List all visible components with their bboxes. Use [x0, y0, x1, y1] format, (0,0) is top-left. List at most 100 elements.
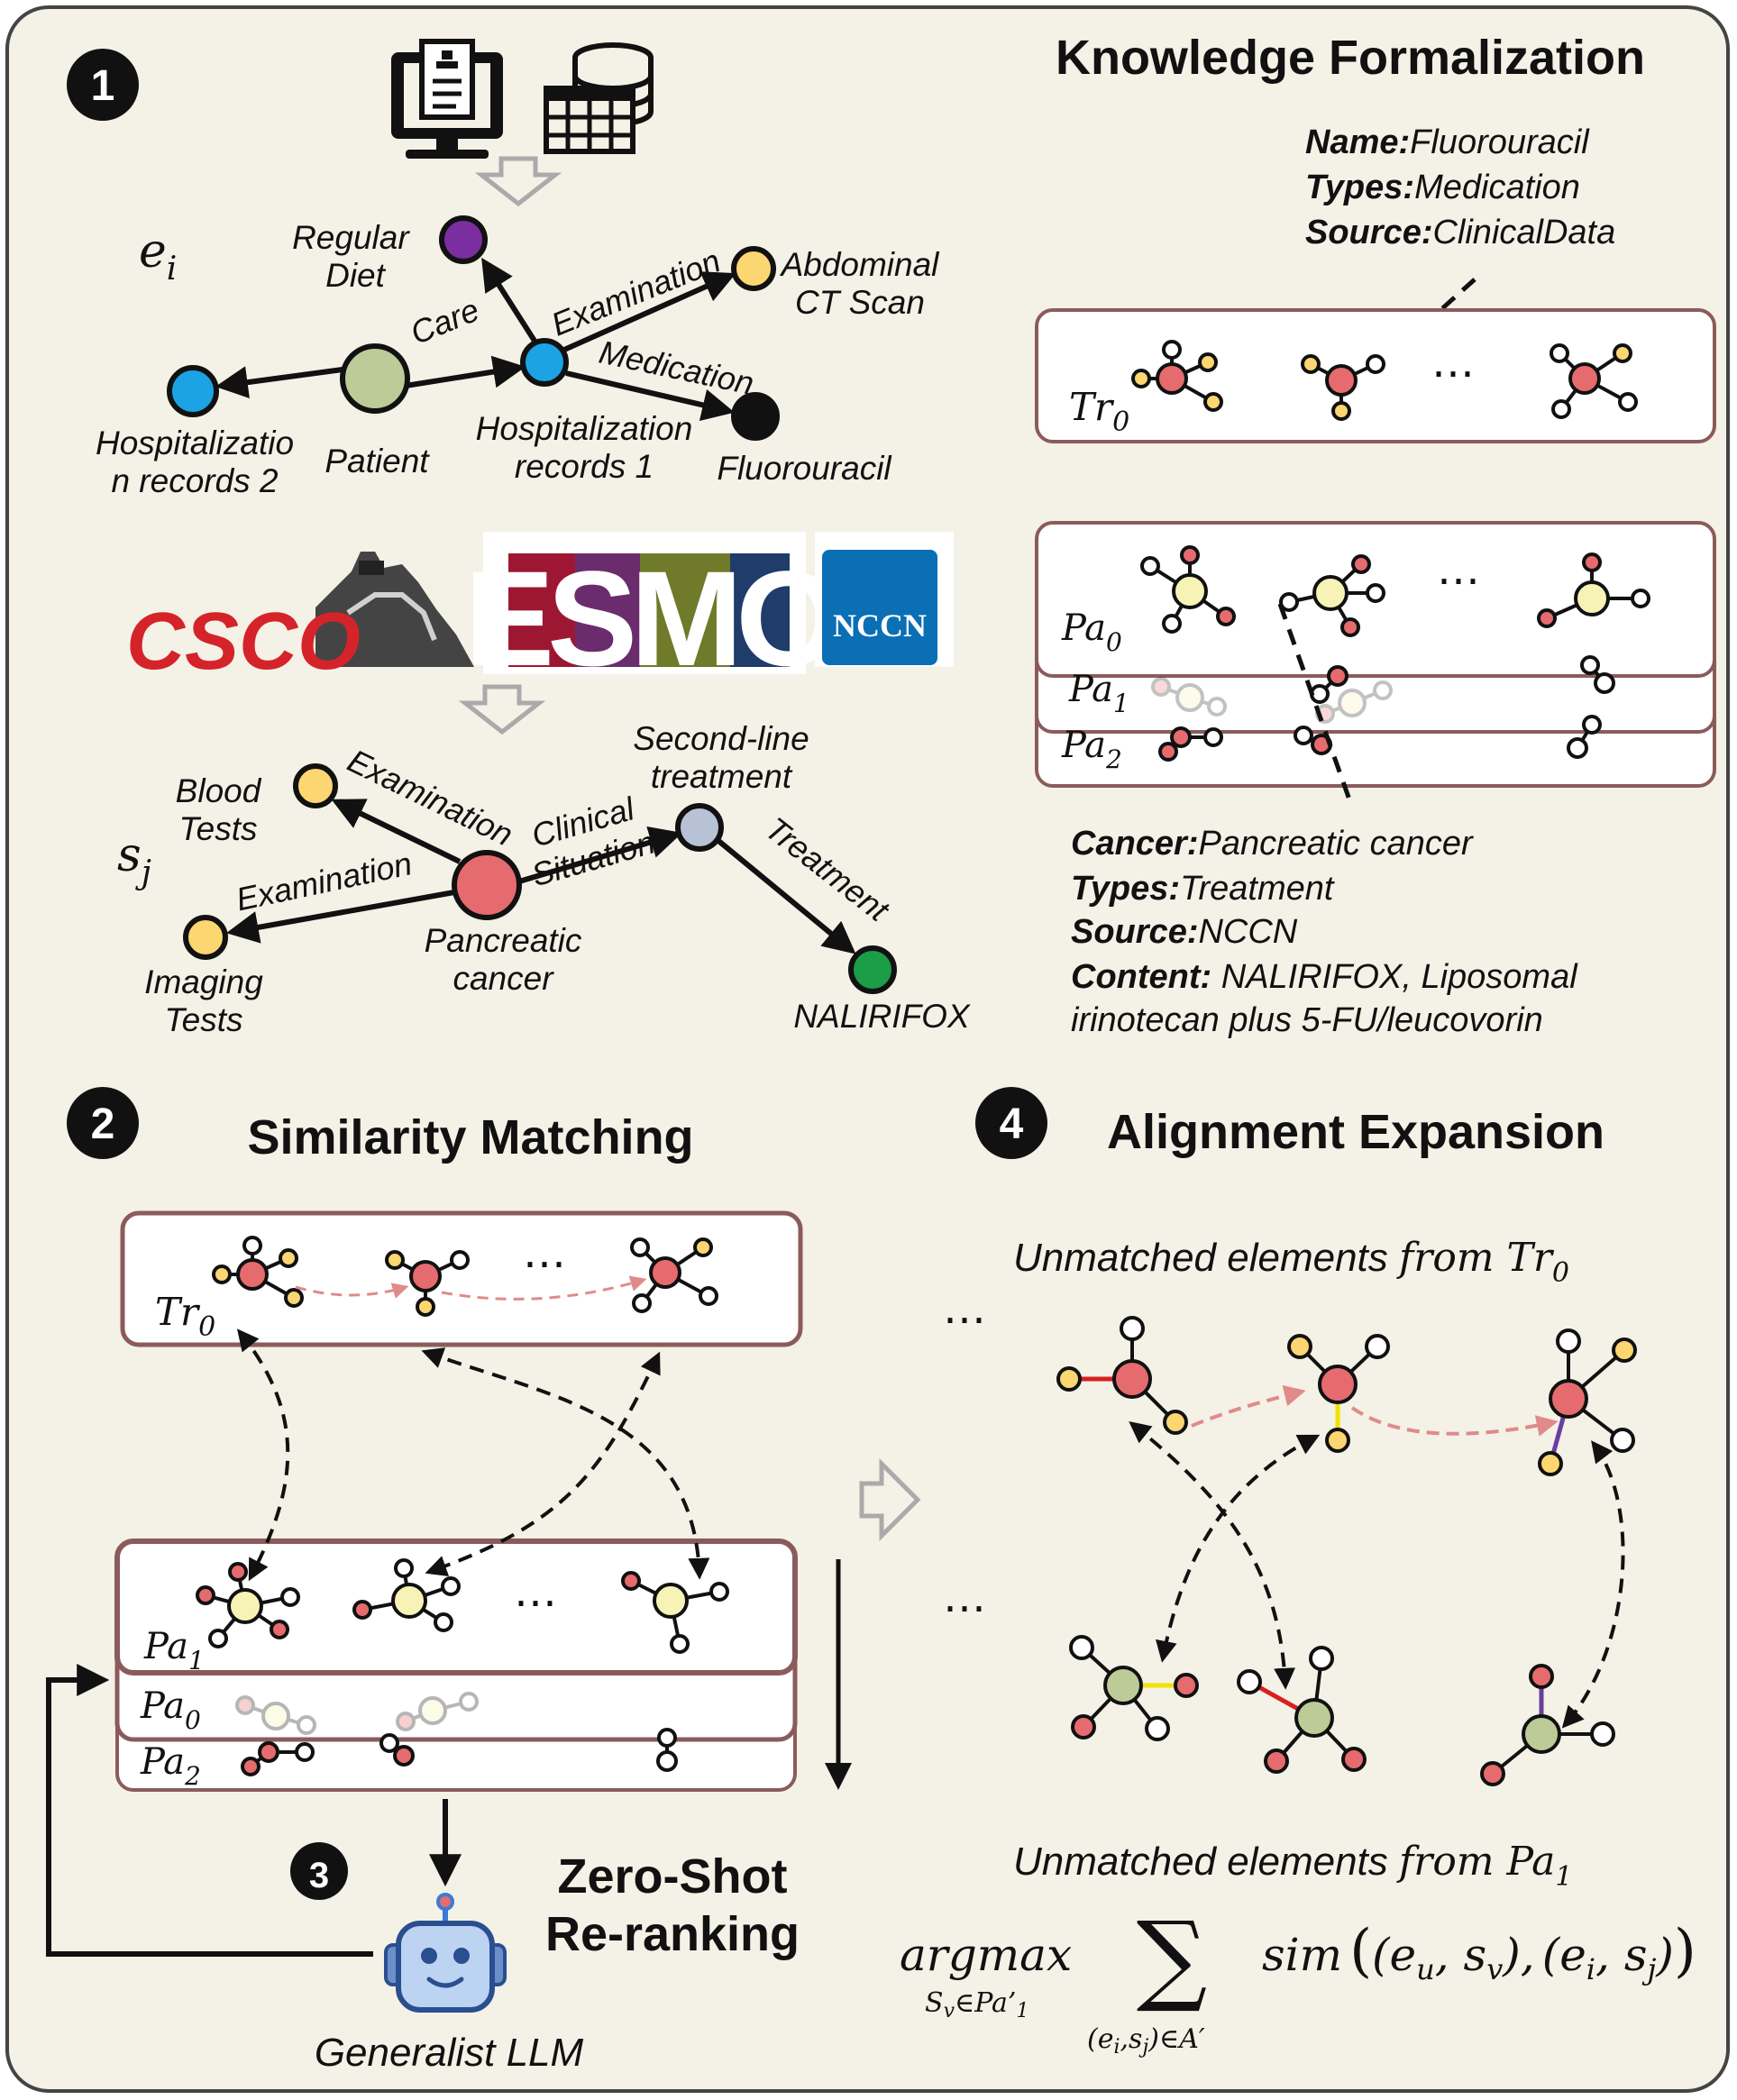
section-4-alignment-expansion: 4 Alignment Expansion Unmatched elements… — [900, 1087, 1696, 2059]
section-2-number-badge — [67, 1087, 139, 1159]
nccn-logo: NCCN — [815, 532, 954, 667]
blood-tests-text-line-2: Tests — [178, 810, 257, 847]
unmatched-bottom-label: Unmatched elements from Pa1 — [1013, 1839, 1572, 1893]
guideline-types-key: Types: — [1071, 870, 1180, 908]
formula-pair2-i: i — [1586, 1952, 1595, 1986]
s2-pa-faint-2 — [396, 1692, 479, 1731]
s4-tr-mol-b — [1287, 1334, 1390, 1453]
figure-canvas: 1 Knowledge Formalization — [46, 31, 1716, 2075]
reranking-title: Re-ranking — [545, 1907, 800, 1961]
entity-types-key: Types: — [1305, 169, 1414, 206]
guideline-source-value: NCCN — [1198, 913, 1297, 951]
hospitalization-records-1-text: Hospitalization — [476, 410, 693, 447]
unmatched-bottom-text: Unmatched elements — [1013, 1840, 1399, 1884]
svg-text:sj: sj — [117, 828, 151, 891]
s4-pa-mol-b — [1237, 1646, 1367, 1774]
svg-text:Pa0: Pa0 — [1061, 607, 1122, 657]
fluorouracil-node — [731, 392, 780, 441]
hollow-right-arrow — [859, 1457, 921, 1542]
svg-text:Pa0: Pa0 — [140, 1685, 201, 1735]
tr0-label-base: Tr — [1069, 385, 1115, 429]
entity-metadata: Name:Fluorouracil Types:Medication Sourc… — [1305, 123, 1615, 251]
alignment-expansion-title: Alignment Expansion — [1107, 1105, 1604, 1159]
entity-source-value: ClinicalData — [1432, 214, 1615, 251]
imaging-tests-text-line-2: Tests — [164, 1001, 242, 1038]
patient-node — [340, 343, 410, 414]
section-3-number-badge — [290, 1842, 348, 1900]
hospitalization-records-1-node — [520, 338, 569, 387]
esmo-logo: ESMO — [464, 532, 843, 694]
treatment-edge-label: Treatment — [758, 809, 897, 929]
s2-pa-mol-d — [241, 1741, 315, 1776]
s2-pa-molecules — [196, 1558, 729, 1776]
knowledge-formalization-title: Knowledge Formalization — [1056, 31, 1645, 85]
pa-mol-c — [1537, 552, 1650, 628]
pancreatic-cancer-text: Pancreatic — [425, 922, 582, 959]
second-line-treatment-node — [675, 803, 724, 852]
regular-diet-text: Regular — [292, 219, 410, 256]
nalirifox-node — [848, 945, 897, 994]
guideline-cancer-key: Cancer: — [1071, 825, 1199, 863]
svg-text:Content: NALIRIFOX, Liposomal: Content: NALIRIFOX, Liposomal — [1071, 958, 1578, 996]
pa-mol-h — [1567, 715, 1602, 759]
formula-paren-open: ( — [1349, 1918, 1372, 1985]
svg-text:Tr0: Tr0 — [1069, 385, 1129, 438]
medication-edge-label: Medication — [596, 333, 757, 402]
regular-diet-label: Regular Diet — [292, 219, 418, 294]
s2-tr-molecules — [212, 1236, 718, 1317]
formula-sum-sub-end: )∈A′ — [1147, 2023, 1205, 2055]
s2-pa0-label-sub: 0 — [185, 1705, 201, 1735]
zero-shot-title: Zero-Shot — [558, 1849, 788, 1904]
ei-sub: i — [167, 251, 178, 288]
pancreatic-cancer-text-line-2: cancer — [453, 960, 554, 997]
abdominal-ct-text-line-2: CT Scan — [795, 284, 925, 321]
clinical-situation-edge-label: ClinicalSituation — [517, 787, 660, 893]
guideline-content-value-1: NALIRIFOX, Liposomal — [1211, 958, 1578, 996]
formula-sum-sub-i: i — [1113, 2036, 1120, 2059]
argmax-formula: argmax Sv∈Pa’1 ∑ (ei,sj)∈A′ sim((eu, sv)… — [900, 1900, 1696, 2059]
formula-argmax-sub-1: 1 — [1016, 2000, 1028, 2022]
clinical-graph-nodes — [167, 215, 780, 441]
svg-text:Cancer:Pancreatic cancer: Cancer:Pancreatic cancer — [1071, 825, 1474, 863]
s4-tr-mol-a — [1056, 1316, 1188, 1435]
formula-argmax-sub-pa: ∈Pa’ — [955, 1987, 1016, 2019]
section-3-number: 3 — [309, 1856, 329, 1895]
figure-panel: 1 Knowledge Formalization — [5, 5, 1730, 2093]
guideline-graph-nodes — [183, 763, 897, 994]
blood-tests-node — [293, 763, 338, 808]
expansion-black-arrows — [1129, 1421, 1625, 1729]
ei-base: e — [139, 224, 167, 278]
unmatched-pa1-molecules — [1069, 1635, 1615, 1786]
fluorouracil-label: Fluorouracil — [717, 450, 892, 487]
pa-mol-a — [1140, 545, 1236, 634]
guideline-callout-dashed-line — [1277, 603, 1353, 803]
s2-tr0-label-sub: 0 — [198, 1311, 215, 1343]
pa2-label-base: Pa — [1061, 725, 1106, 766]
svg-text:ei: ei — [139, 224, 177, 288]
s2-pa1-label-sub: 1 — [188, 1646, 205, 1675]
triple-molecule-1 — [1131, 340, 1223, 412]
hospitalization-records-2-text-line-2: n records 2 — [111, 462, 279, 499]
imaging-tests-text: Imaging — [144, 963, 263, 1000]
s2-tr-mol-b — [385, 1250, 470, 1317]
svg-text:Types:Treatment: Types:Treatment — [1071, 870, 1335, 908]
s2-pa-ellipsis: ⋯ — [514, 1579, 557, 1627]
hollow-down-arrow-2 — [458, 684, 546, 735]
svg-text:Tr0: Tr0 — [155, 1290, 215, 1343]
svg-text:Source:ClinicalData: Source:ClinicalData — [1305, 214, 1615, 251]
pa-molecules — [1140, 545, 1650, 762]
guideline-cancer-value: Pancreatic cancer — [1199, 825, 1474, 863]
formula-pair2-close: ) — [1655, 1929, 1674, 1981]
svg-text:Pa2: Pa2 — [140, 1741, 201, 1791]
formula-pair1-u: u — [1416, 1952, 1435, 1986]
s2-tr-mol-a — [212, 1236, 304, 1308]
unmatched-bottom-sub: 1 — [1555, 1861, 1572, 1893]
tr0-graph-box-section-1: Tr0 ⋯ — [1035, 308, 1716, 443]
s4-tr-mol-c — [1538, 1328, 1637, 1476]
s2-tr0-ellipsis: ⋯ — [523, 1240, 566, 1288]
entity-name-value: Fluorouracil — [1410, 123, 1590, 161]
computer-medical-record-icon — [391, 39, 503, 159]
